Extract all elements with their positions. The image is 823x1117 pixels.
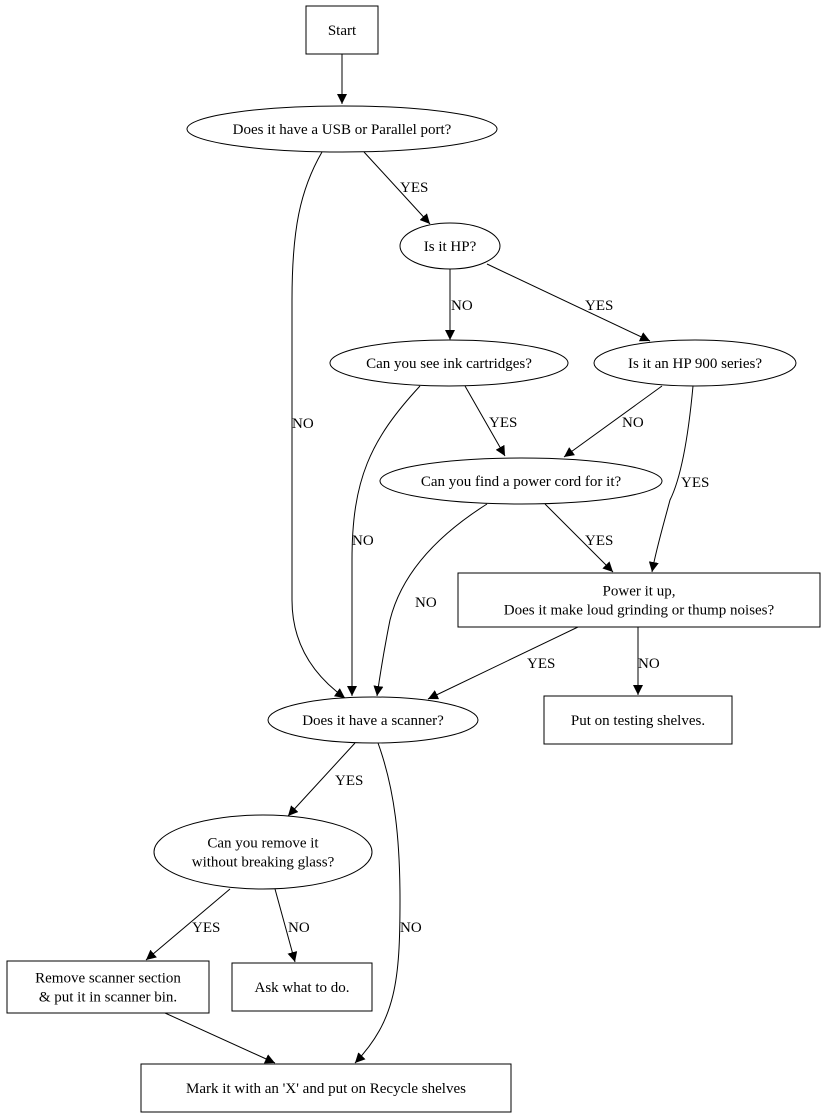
node-testing: Put on testing shelves. [543, 695, 733, 745]
edge-removebin-recycle [164, 1012, 276, 1064]
edge-label: NO [415, 595, 437, 611]
edge-label: NO [451, 298, 473, 314]
decision-ellipse [267, 696, 479, 744]
edge-label: NO [352, 533, 374, 549]
edge-label: NO [400, 920, 422, 936]
node-remove: Can you remove it without breaking glass? [153, 814, 373, 890]
node-label: Is it HP? [424, 239, 477, 255]
edge-remove-ask: NO [274, 888, 310, 963]
edge-arrow [648, 385, 694, 573]
node-scanner: Does it have a scanner? [267, 696, 479, 744]
edge-arrow [291, 151, 346, 699]
edge-arrow [287, 742, 356, 817]
decision-ellipse [186, 105, 498, 153]
node-hp: Is it HP? [399, 222, 501, 270]
edge-label: YES [681, 475, 709, 491]
edge-arrow [544, 503, 614, 573]
edge-label: YES [527, 656, 555, 672]
edge-label: NO [288, 920, 310, 936]
decision-ellipse [399, 222, 501, 270]
node-powerup: Power it up, Does it make loud grinding o… [457, 572, 821, 628]
decision-ellipse [153, 814, 373, 890]
node-label: without breaking glass? [192, 855, 335, 871]
edge-label: YES [489, 415, 517, 431]
edge-scanner-remove: YES [287, 742, 363, 817]
process-box [543, 695, 733, 745]
edge-usb-scanner: NO [291, 151, 346, 699]
edge-arrow [347, 385, 421, 696]
node-label: Ask what to do. [255, 980, 350, 996]
node-label: Mark it with an 'X' and put on Recycle s… [186, 1081, 466, 1097]
node-label: Is it an HP 900 series? [628, 356, 762, 372]
edge-label: YES [335, 773, 363, 789]
node-label: Can you find a power cord for it? [421, 474, 622, 490]
edge-label: NO [638, 656, 660, 672]
node-label: Remove scanner section [35, 971, 181, 987]
edge-arrow [464, 385, 506, 457]
edge-hp-hp900: YES [486, 263, 651, 342]
node-start: Start [305, 5, 379, 55]
edge-label: YES [400, 180, 428, 196]
edges-layer: YES NO NO YES YES NO NO YES YES NO YES NO YES NO YES NO [145, 54, 709, 1064]
edge-label: YES [585, 533, 613, 549]
process-box [457, 572, 821, 628]
edge-power-powerup: YES [544, 503, 614, 573]
edge-ink-scanner: NO [347, 385, 421, 696]
node-label: Can you see ink cartridges? [366, 356, 532, 372]
process-box [305, 5, 379, 55]
decision-ellipse [593, 339, 797, 387]
edge-scanner-recycle: NO [354, 742, 422, 1064]
edge-arrow [274, 888, 298, 963]
edge-powerup-testing: NO [633, 627, 660, 695]
edge-hp900-power: NO [563, 385, 663, 458]
node-removebin: Remove scanner section & put it in scanne… [6, 960, 210, 1014]
edge-label: NO [622, 415, 644, 431]
node-label: Power it up, [603, 584, 676, 600]
node-ask: Ask what to do. [231, 962, 373, 1012]
edge-arrow [373, 503, 488, 697]
edge-label: NO [292, 416, 314, 432]
process-box [231, 962, 373, 1012]
decision-ellipse [379, 457, 663, 505]
edge-arrow [354, 742, 401, 1064]
edge-arrow [427, 626, 579, 700]
process-box [140, 1063, 512, 1113]
node-label: Can you remove it [207, 836, 319, 852]
edge-usb-hp: YES [363, 151, 431, 225]
node-label: Does it have a scanner? [302, 713, 444, 729]
process-box [6, 960, 210, 1014]
edge-powerup-scanner: YES [427, 626, 579, 700]
node-label: Does it make loud grinding or thump nois… [504, 603, 775, 619]
node-label: & put it in scanner bin. [39, 990, 177, 1006]
node-hp900: Is it an HP 900 series? [593, 339, 797, 387]
edge-arrow [486, 263, 651, 342]
edge-hp900-powerup: YES [648, 385, 709, 573]
node-power: Can you find a power cord for it? [379, 457, 663, 505]
edge-remove-removebin: YES [145, 888, 231, 961]
edge-arrow [164, 1012, 276, 1064]
edge-arrow [145, 888, 231, 961]
node-label: Start [328, 23, 357, 39]
node-usb: Does it have a USB or Parallel port? [186, 105, 498, 153]
node-ink: Can you see ink cartridges? [329, 339, 569, 387]
decision-ellipse [329, 339, 569, 387]
edge-label: YES [192, 920, 220, 936]
edge-power-scanner: NO [373, 503, 488, 697]
node-label: Put on testing shelves. [571, 713, 705, 729]
edge-arrow [563, 385, 663, 458]
edge-hp-ink: NO [445, 269, 473, 340]
node-recycle: Mark it with an 'X' and put on Recycle s… [140, 1063, 512, 1113]
edge-ink-power: YES [464, 385, 517, 457]
node-label: Does it have a USB or Parallel port? [233, 122, 452, 138]
edge-arrow [363, 151, 431, 225]
edge-label: YES [585, 298, 613, 314]
